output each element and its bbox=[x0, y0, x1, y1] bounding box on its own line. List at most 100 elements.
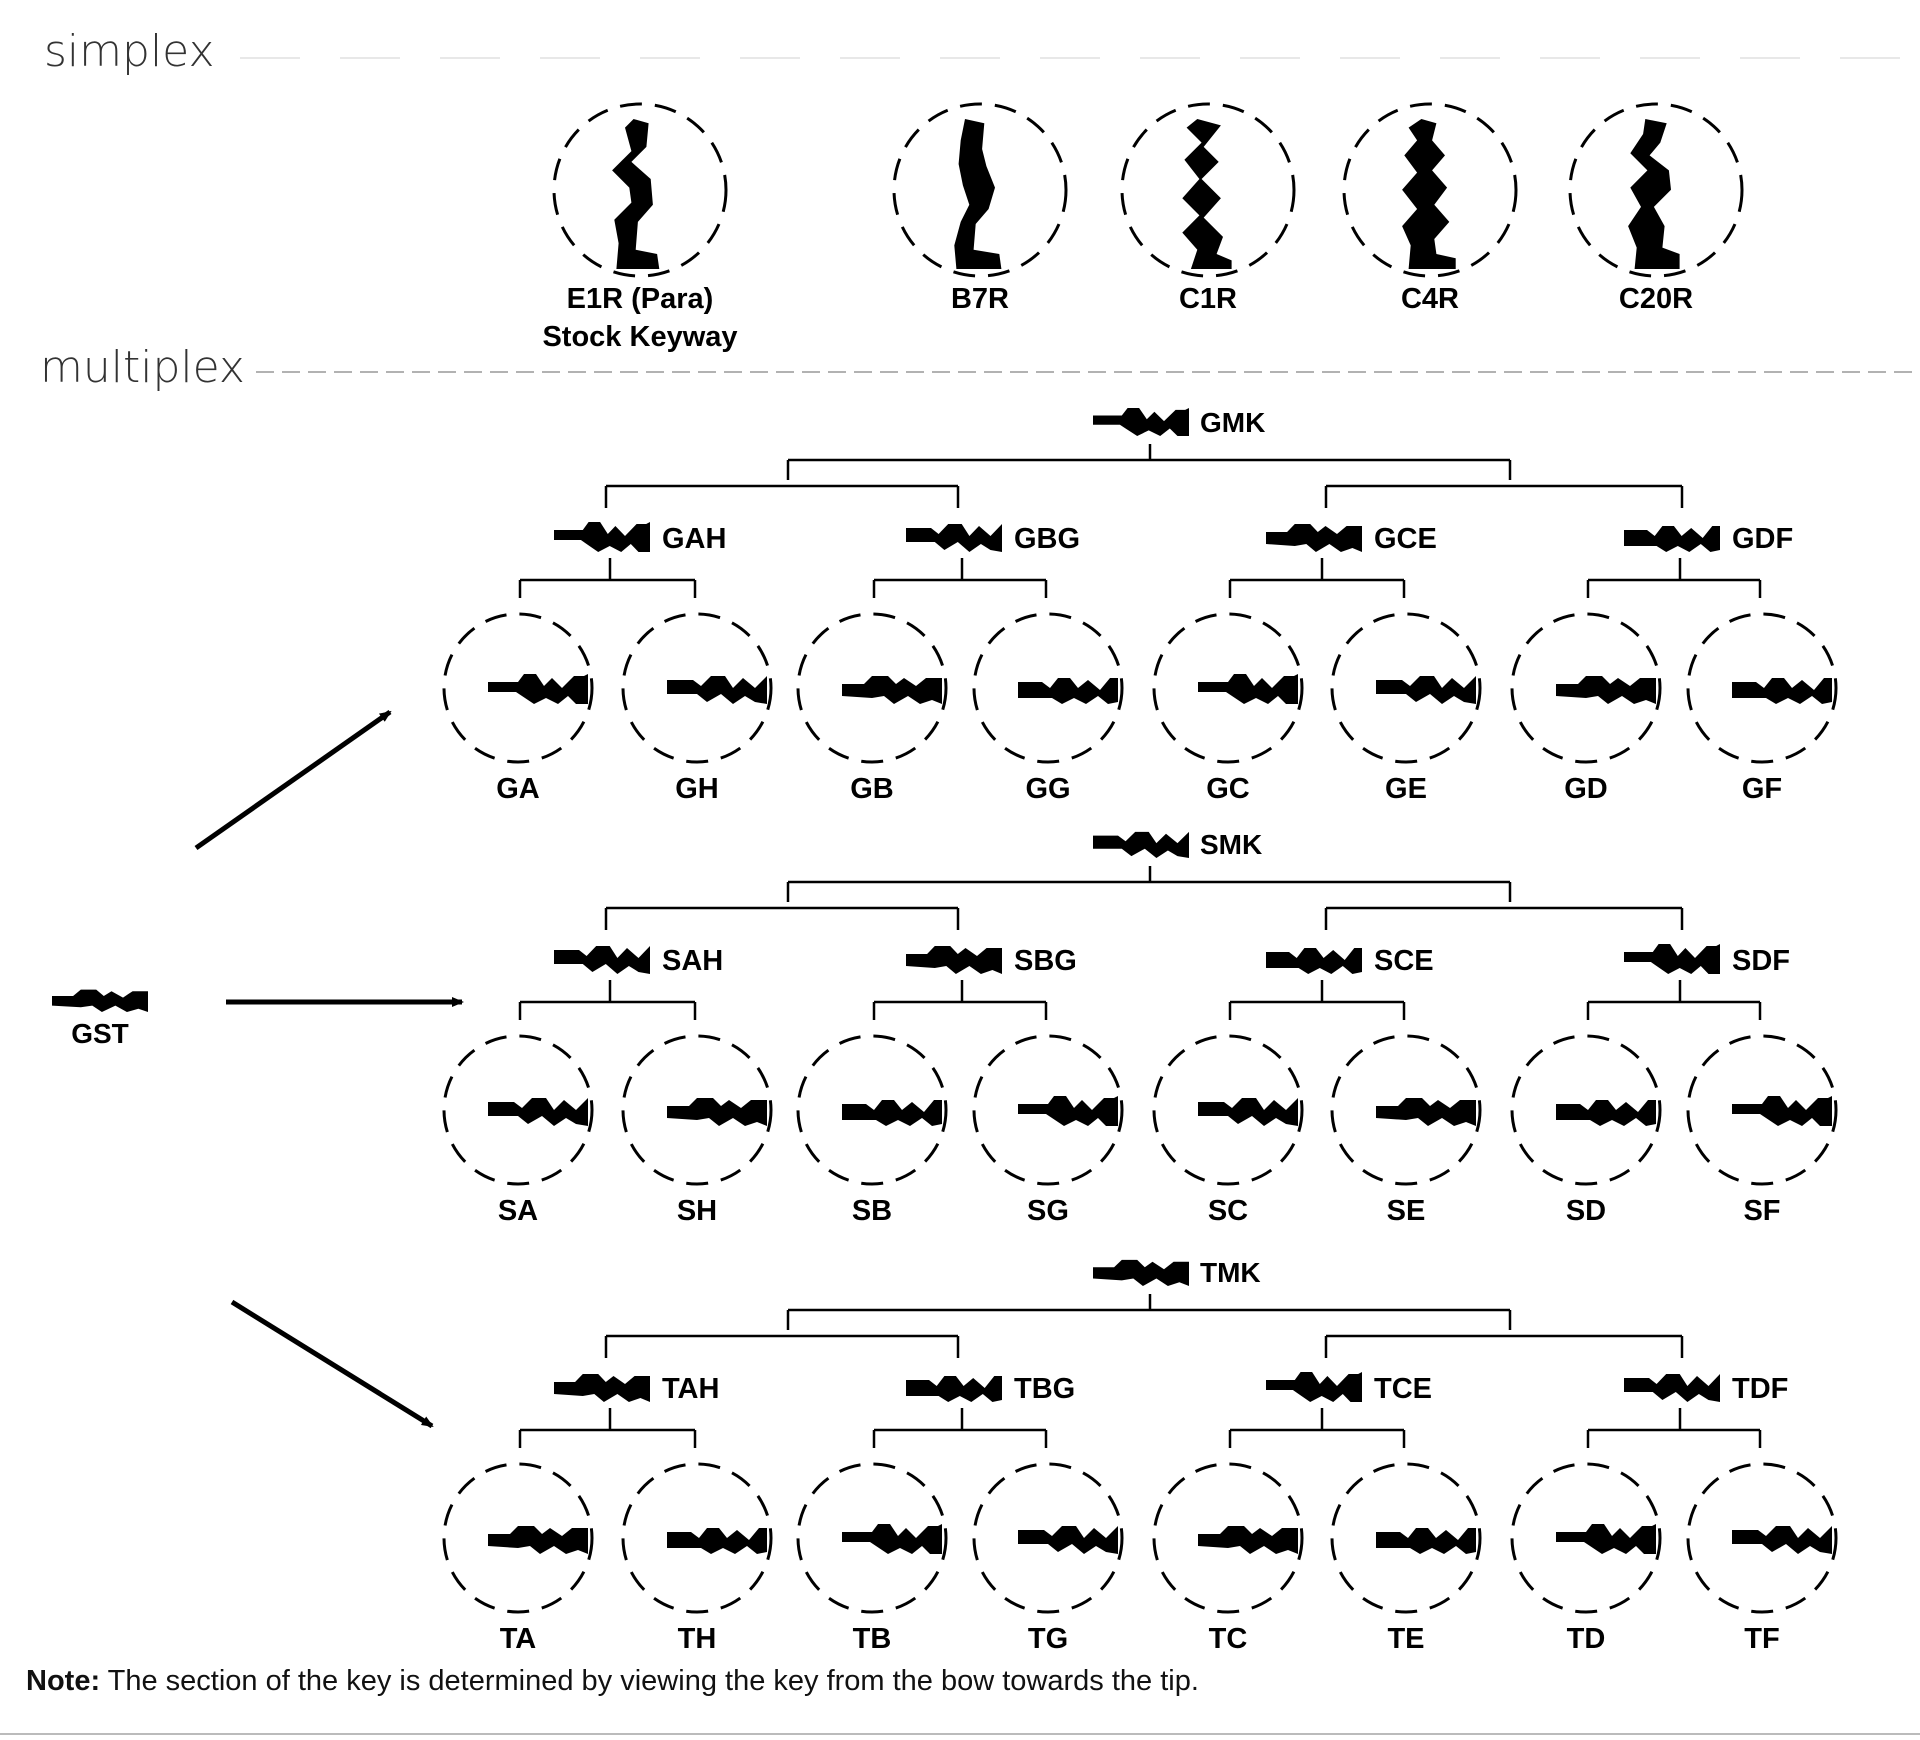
change-key-label: SC bbox=[1208, 1195, 1248, 1227]
master-key-profile bbox=[1093, 408, 1189, 436]
change-key-profile bbox=[1018, 1526, 1118, 1554]
section-title-simplex: simplex bbox=[44, 26, 215, 77]
simplex-label: C4R bbox=[1401, 283, 1459, 315]
change-key-profile bbox=[667, 1528, 767, 1554]
change-key-profile bbox=[842, 1524, 942, 1554]
change-key-label: TC bbox=[1209, 1623, 1248, 1655]
submaster-key-label: GBG bbox=[1014, 523, 1080, 555]
simplex-circle bbox=[1568, 102, 1744, 278]
change-key-circle bbox=[1330, 1034, 1482, 1186]
change-key-circle bbox=[1152, 612, 1304, 764]
note-label: Note: bbox=[26, 1665, 101, 1697]
change-key-profile bbox=[1732, 1526, 1832, 1554]
simplex-label: C1R bbox=[1179, 283, 1237, 315]
simplex-circle bbox=[552, 102, 728, 278]
master-key-profile bbox=[1093, 1259, 1189, 1286]
simplex-label: E1R (Para) bbox=[567, 283, 714, 315]
change-key-label: TD bbox=[1567, 1623, 1606, 1655]
submaster-key-label: SCE bbox=[1374, 945, 1434, 977]
gst-label: GST bbox=[71, 1018, 129, 1049]
note: Note: The section of the key is determin… bbox=[26, 1665, 1199, 1698]
change-key-label: GE bbox=[1385, 773, 1427, 805]
submaster-key-profile bbox=[1266, 948, 1362, 974]
submaster-key-profile bbox=[906, 946, 1002, 974]
change-key-circle bbox=[1330, 1462, 1482, 1614]
submaster-key-profile bbox=[1624, 944, 1720, 974]
master-key-profile bbox=[1093, 831, 1189, 858]
change-key-label: TG bbox=[1028, 1623, 1068, 1655]
section-title-multiplex: multiplex bbox=[40, 342, 245, 393]
change-key-profile bbox=[667, 1098, 767, 1126]
change-key-circle bbox=[442, 1034, 594, 1186]
change-key-circle bbox=[442, 612, 594, 764]
submaster-key-label: SBG bbox=[1014, 945, 1077, 977]
change-key-label: SA bbox=[498, 1195, 538, 1227]
submaster-key-label: TBG bbox=[1014, 1373, 1075, 1405]
submaster-key-label: TCE bbox=[1374, 1373, 1432, 1405]
change-key-circle bbox=[1330, 612, 1482, 764]
change-key-profile bbox=[1198, 1098, 1298, 1126]
change-key-label: TH bbox=[678, 1623, 717, 1655]
change-key-circle bbox=[1686, 1462, 1838, 1614]
simplex-label: C20R bbox=[1619, 283, 1693, 315]
change-key-label: TF bbox=[1744, 1623, 1779, 1655]
simplex-keyway-profile bbox=[612, 119, 660, 269]
arrow-down bbox=[230, 1299, 434, 1429]
change-key-label: SG bbox=[1027, 1195, 1069, 1227]
simplex-keyway-profile bbox=[1628, 119, 1680, 269]
change-key-profile bbox=[842, 676, 942, 704]
change-key-profile bbox=[1198, 674, 1298, 704]
submaster-key-label: SAH bbox=[662, 945, 723, 977]
submaster-key-profile bbox=[1266, 524, 1362, 552]
change-key-profile bbox=[1376, 676, 1476, 704]
note-text: The section of the key is determined by … bbox=[100, 1665, 1199, 1697]
submaster-key-label: GAH bbox=[662, 523, 726, 555]
change-key-profile bbox=[1376, 1098, 1476, 1126]
change-key-circle bbox=[796, 1462, 948, 1614]
submaster-key-profile bbox=[554, 1374, 650, 1402]
simplex-keyway-profile bbox=[1182, 119, 1232, 269]
change-key-circle bbox=[796, 612, 948, 764]
change-key-profile bbox=[1018, 1096, 1118, 1126]
change-key-profile bbox=[1732, 1096, 1832, 1126]
submaster-key-label: SDF bbox=[1732, 945, 1790, 977]
submaster-key-profile bbox=[1624, 1374, 1720, 1402]
change-key-label: SH bbox=[677, 1195, 717, 1227]
master-key-label: TMK bbox=[1200, 1257, 1261, 1288]
change-key-label: GG bbox=[1025, 773, 1070, 805]
change-key-label: TE bbox=[1387, 1623, 1424, 1655]
change-key-circle bbox=[1152, 1462, 1304, 1614]
change-key-label: GH bbox=[675, 773, 719, 805]
change-key-profile bbox=[1732, 678, 1832, 704]
submaster-key-profile bbox=[554, 946, 650, 974]
submaster-key-profile bbox=[1266, 1372, 1362, 1402]
change-key-label: GF bbox=[1742, 773, 1782, 805]
submaster-key-profile bbox=[1624, 526, 1720, 552]
submaster-key-label: TDF bbox=[1732, 1373, 1788, 1405]
simplex-circle bbox=[1120, 102, 1296, 278]
simplex-circle bbox=[1342, 102, 1518, 278]
change-key-profile bbox=[1018, 678, 1118, 704]
change-key-label: TA bbox=[500, 1623, 537, 1655]
submaster-key-label: TAH bbox=[662, 1373, 719, 1405]
submaster-key-profile bbox=[554, 522, 650, 552]
master-key-label: SMK bbox=[1200, 829, 1262, 860]
simplex-keyway-profile bbox=[1402, 119, 1456, 269]
change-key-profile bbox=[488, 1526, 588, 1554]
change-key-profile bbox=[842, 1100, 942, 1126]
submaster-key-label: GCE bbox=[1374, 523, 1437, 555]
master-key-label: GMK bbox=[1200, 407, 1265, 438]
change-key-label: SB bbox=[852, 1195, 892, 1227]
change-key-label: SE bbox=[1387, 1195, 1426, 1227]
change-key-profile bbox=[1198, 1526, 1298, 1554]
submaster-key-profile bbox=[906, 1376, 1002, 1402]
change-key-label: GA bbox=[496, 773, 540, 805]
change-key-circle bbox=[1510, 1462, 1662, 1614]
change-key-circle bbox=[1686, 1034, 1838, 1186]
change-key-circle bbox=[1510, 612, 1662, 764]
change-key-circle bbox=[1152, 1034, 1304, 1186]
change-key-circle bbox=[1510, 1034, 1662, 1186]
change-key-label: TB bbox=[853, 1623, 892, 1655]
change-key-circle bbox=[442, 1462, 594, 1614]
